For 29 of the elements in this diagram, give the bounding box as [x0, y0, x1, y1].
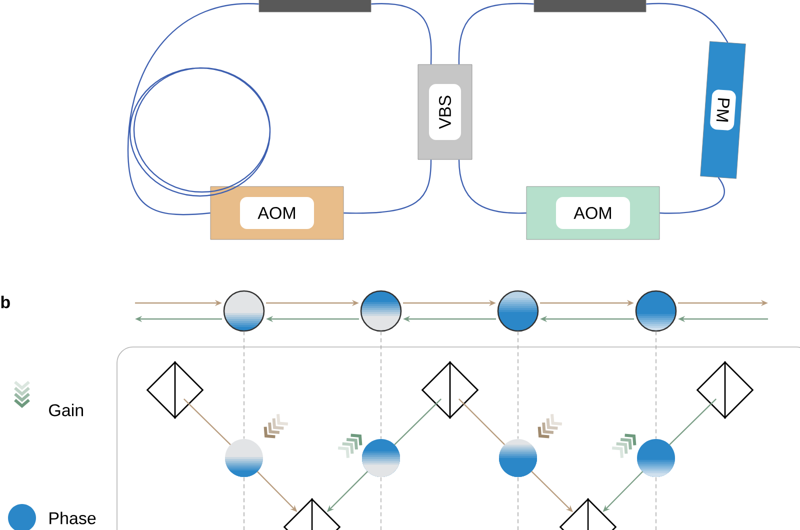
- device-box: PM: [700, 41, 746, 179]
- guide-line: [380, 330, 382, 440]
- phase-circle: [635, 290, 677, 332]
- legend-text: Phase: [50, 512, 96, 524]
- phase-circle: [225, 439, 263, 477]
- device-box: VBS: [418, 64, 472, 160]
- phase-circle: [362, 439, 400, 477]
- beam-line: [394, 398, 442, 446]
- fiber-cable: [458, 160, 526, 214]
- fiber-cable: [458, 2, 534, 64]
- phase-circle: [497, 290, 539, 332]
- beam-line: [458, 398, 505, 445]
- fiber-cable: [344, 160, 432, 214]
- panel-label: b: [1, 296, 10, 308]
- legend-text: Gain: [49, 404, 83, 416]
- device-box: AOM: [210, 186, 344, 240]
- device-box: [534, 0, 646, 12]
- fiber-cable: [371, 3, 432, 64]
- beam-line: [183, 398, 231, 446]
- phase-circle: [499, 439, 537, 477]
- phase-circle: [223, 290, 265, 332]
- device-box: AOM: [526, 186, 660, 240]
- fiber-cable: [660, 177, 725, 214]
- phase-circle: [637, 439, 675, 477]
- fiber-cable: [646, 2, 728, 43]
- device-box: [258, 0, 372, 12]
- beam-line: [669, 398, 717, 446]
- phase-circle: [360, 290, 402, 332]
- panel-frame: [116, 346, 800, 530]
